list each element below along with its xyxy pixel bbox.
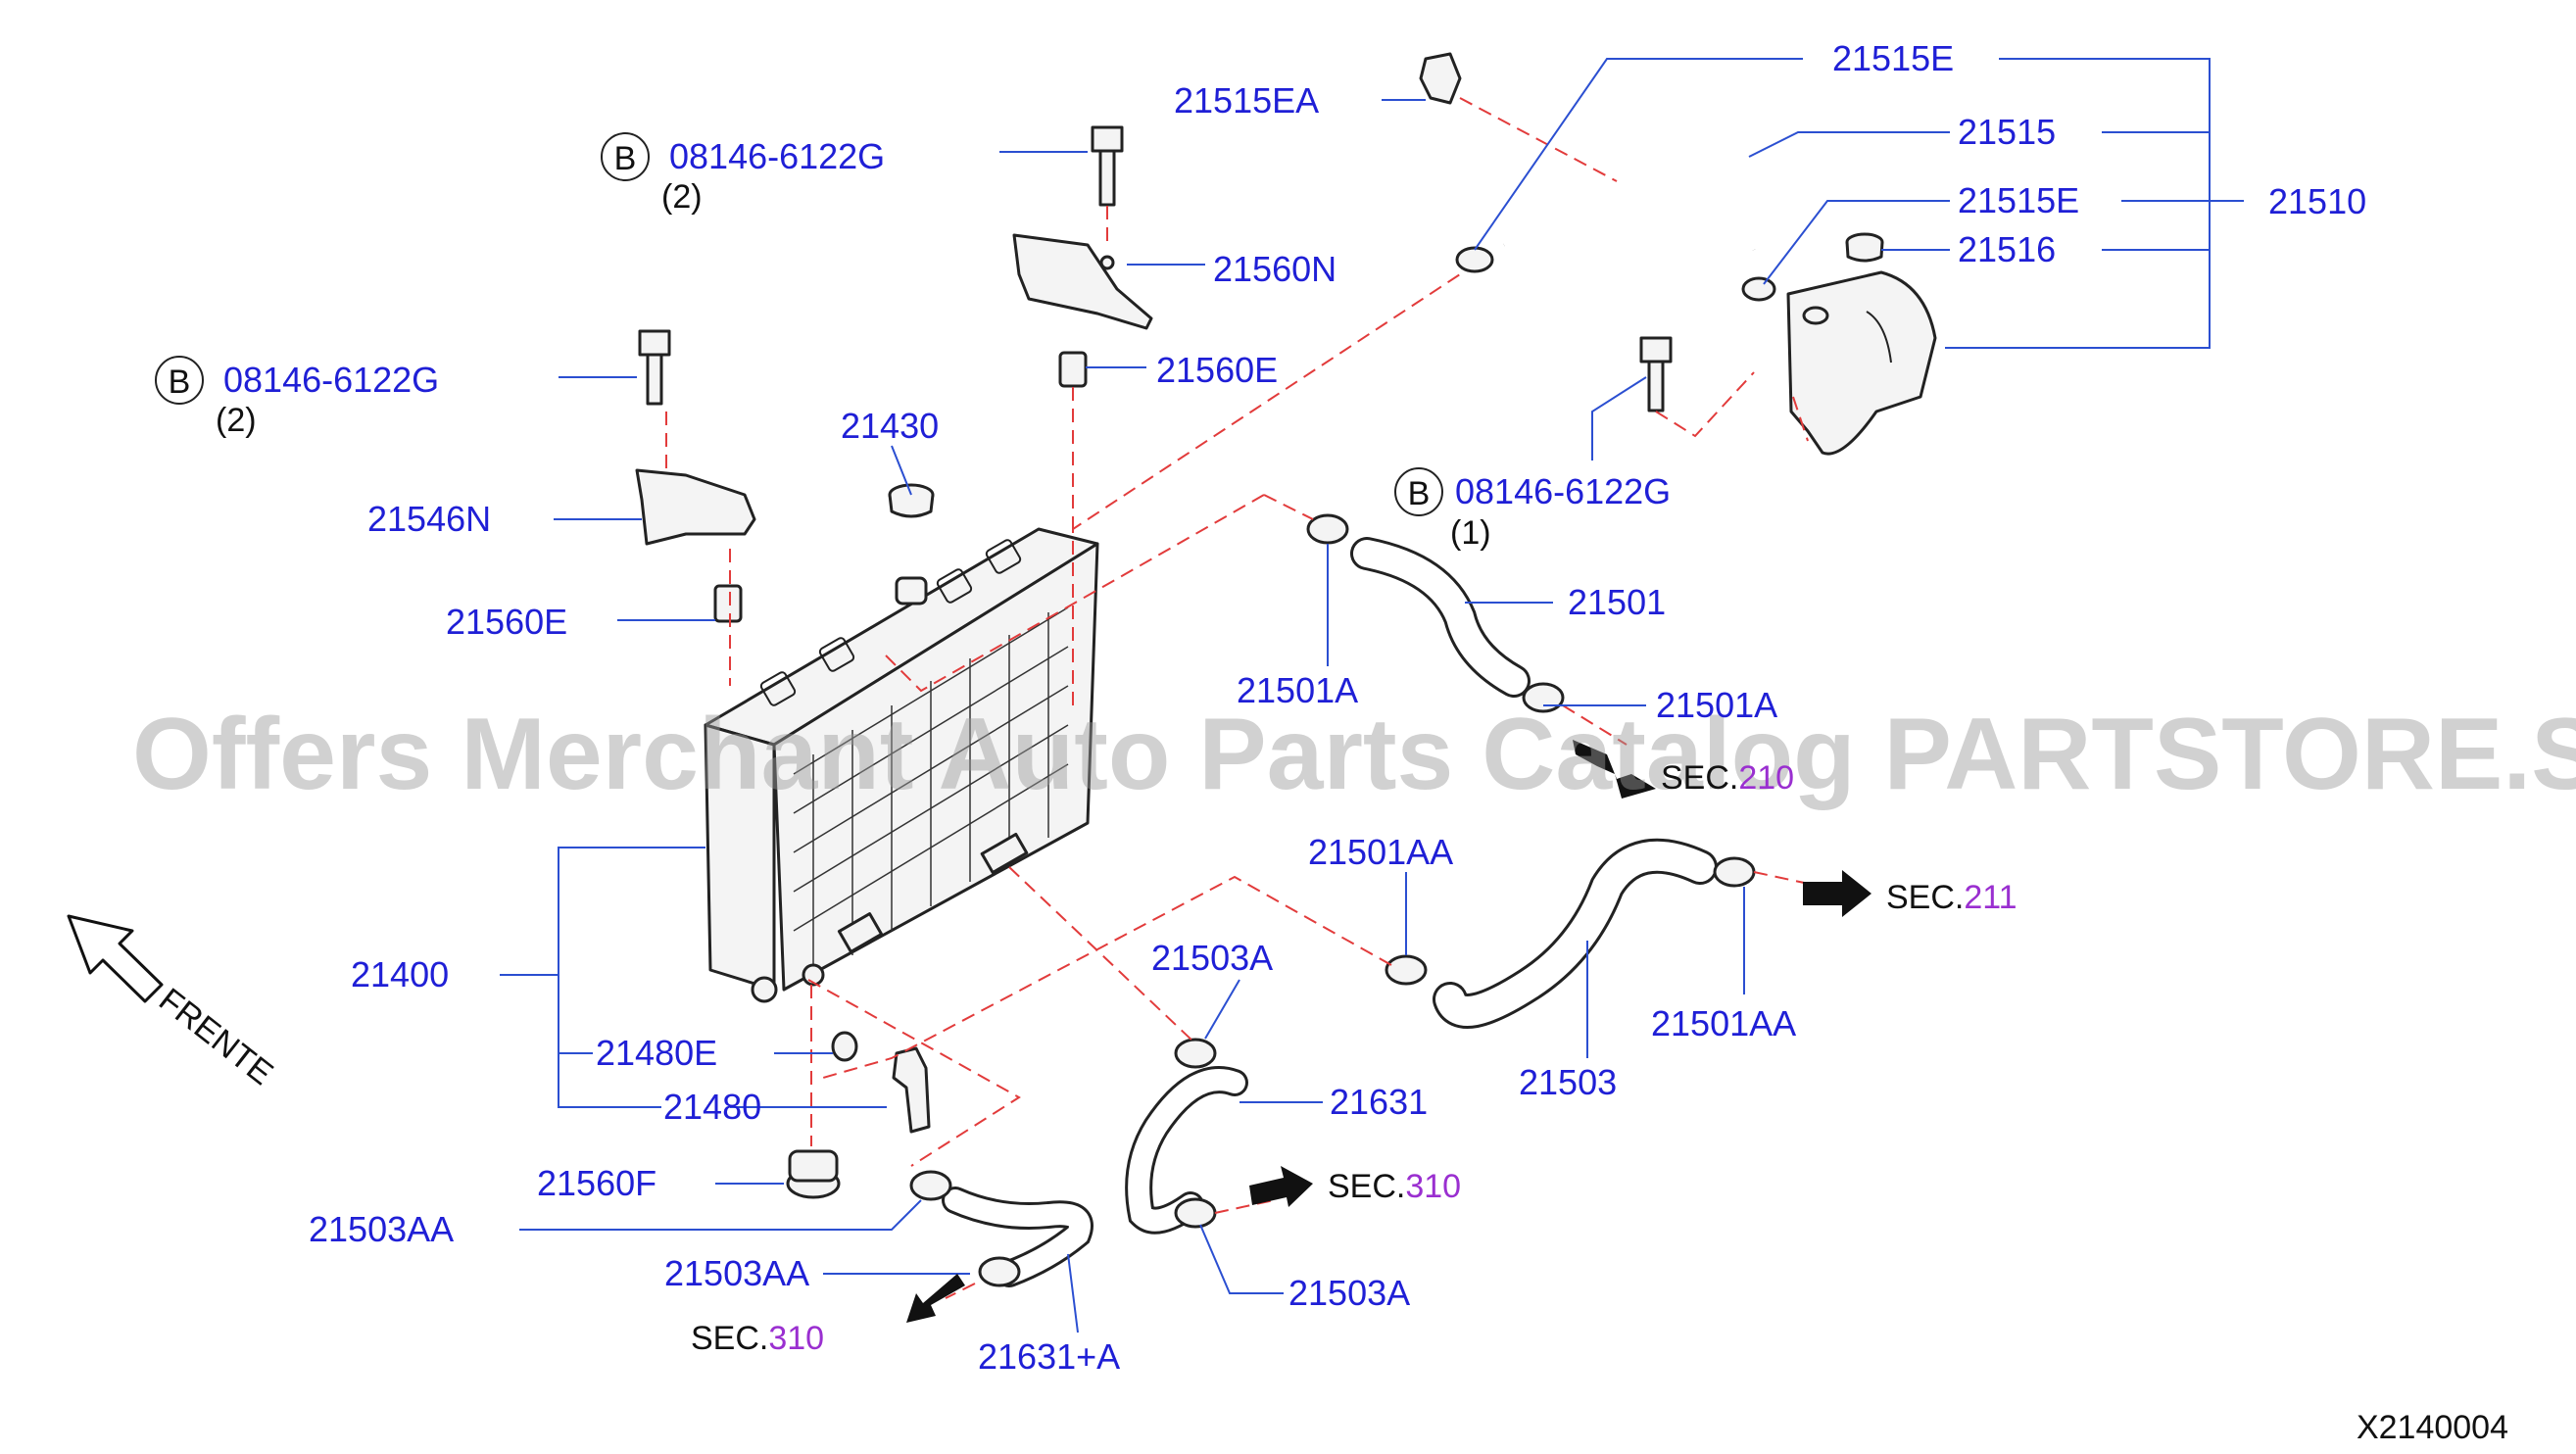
label-21501[interactable]: 21501 — [1568, 582, 1666, 622]
label-bolt-right-qty: (1) — [1450, 514, 1491, 552]
label-21503A-bottom[interactable]: 21503A — [1288, 1273, 1410, 1313]
heater-hose-21631[interactable] — [1125, 1066, 1248, 1235]
section-refs: SEC.210 SEC.211 SEC.310 SEC.310 — [691, 759, 2017, 1357]
clamp-21501A-left[interactable] — [1306, 513, 1349, 545]
label-21515E-mid[interactable]: 21515E — [1958, 180, 2079, 220]
label-21501AA-bottom[interactable]: 21501AA — [1651, 1003, 1796, 1043]
overflow-hose-21515[interactable] — [1499, 136, 1762, 253]
bolt-symbol-top: B — [614, 140, 637, 177]
label-21560N[interactable]: 21560N — [1213, 249, 1337, 289]
bracket-21546N[interactable] — [635, 468, 756, 546]
clamp-21503AA-1[interactable] — [909, 1170, 952, 1201]
bracket-21480[interactable] — [831, 1031, 931, 1134]
sec-310-link-a[interactable]: SEC.310 — [1328, 1168, 1461, 1205]
label-bolt-top-qty: (2) — [661, 178, 703, 216]
bolt-callout-right: B — [1394, 467, 1443, 516]
bolt-symbol-left: B — [169, 364, 191, 401]
lower-hose-21503[interactable] — [1433, 838, 1718, 1029]
sec-210-link[interactable]: SEC.210 — [1661, 759, 1794, 797]
radiator-21400[interactable] — [704, 527, 1099, 1003]
label-21503AA-1[interactable]: 21503AA — [309, 1209, 454, 1249]
label-21480E[interactable]: 21480E — [596, 1033, 717, 1073]
arrow-sec211 — [1803, 870, 1871, 917]
label-bolt-top-ref[interactable]: 08146-6122G — [669, 136, 885, 176]
assembly-lines — [665, 97, 1823, 1299]
label-21430[interactable]: 21430 — [841, 406, 939, 446]
label-21400[interactable]: 21400 — [351, 954, 449, 994]
label-21501A-left[interactable]: 21501A — [1237, 670, 1358, 710]
radiator-cap-21430[interactable] — [888, 483, 935, 606]
front-direction-arrow — [67, 914, 164, 1003]
clip-21515EA[interactable] — [1419, 52, 1462, 105]
grommet-21560E-top[interactable] — [1058, 351, 1088, 388]
diagram-code: X2140004 — [2357, 1409, 2508, 1446]
bolt-symbol-right: B — [1408, 475, 1431, 512]
label-21560F[interactable]: 21560F — [537, 1163, 656, 1203]
label-21503A-top[interactable]: 21503A — [1151, 938, 1273, 978]
bolt-callout-left: B — [155, 356, 204, 405]
clamp-21515E-a[interactable] — [1455, 246, 1494, 273]
frente-label: FRENTE — [152, 981, 280, 1092]
clamp-21503A-top[interactable] — [1174, 1038, 1217, 1069]
label-bolt-left-qty: (2) — [216, 402, 257, 439]
reservoir-cap-21516[interactable] — [1845, 232, 1884, 263]
label-bolt-right-ref[interactable]: 08146-6122G — [1455, 471, 1671, 511]
label-bolt-left-ref[interactable]: 08146-6122G — [223, 360, 439, 400]
upper-hose-21501[interactable] — [1350, 537, 1531, 698]
grommet-21560F[interactable] — [786, 1149, 841, 1199]
label-21631[interactable]: 21631 — [1330, 1082, 1428, 1122]
watermark-text: Offers Merchant Auto Parts Catalog PARTS… — [132, 698, 2576, 811]
label-21515[interactable]: 21515 — [1958, 112, 2056, 152]
label-21503AA-2[interactable]: 21503AA — [664, 1253, 809, 1293]
label-21503[interactable]: 21503 — [1519, 1062, 1617, 1102]
bracket-21560N[interactable] — [1012, 233, 1153, 330]
arrow-sec310a — [1249, 1166, 1313, 1207]
bolt-right[interactable] — [1639, 336, 1673, 412]
label-21480[interactable]: 21480 — [663, 1087, 761, 1127]
sec-310-link-b[interactable]: SEC.310 — [691, 1320, 824, 1357]
clamp-21503A-bottom[interactable] — [1174, 1197, 1217, 1229]
label-21515EA[interactable]: 21515EA — [1174, 80, 1319, 121]
label-21516[interactable]: 21516 — [1958, 229, 2056, 269]
label-21631A[interactable]: 21631+A — [978, 1336, 1120, 1377]
sec-211-link[interactable]: SEC.211 — [1886, 879, 2017, 916]
bolt-callout-top: B — [601, 132, 650, 181]
label-21510[interactable]: 21510 — [2268, 181, 2366, 221]
label-21515E-top[interactable]: 21515E — [1832, 38, 1954, 78]
reservoir-tank-21510[interactable] — [1786, 270, 1937, 456]
label-21501AA-top[interactable]: 21501AA — [1308, 832, 1453, 872]
clamp-21515E-b[interactable] — [1741, 276, 1776, 302]
arrow-sec210 — [1573, 740, 1656, 799]
clamp-21501AA-top[interactable] — [1385, 954, 1428, 986]
label-21560E-top[interactable]: 21560E — [1156, 350, 1278, 390]
label-21560E-left[interactable]: 21560E — [446, 602, 567, 642]
clamp-21501AA-bottom[interactable] — [1713, 856, 1756, 888]
arrow-sec310b — [906, 1274, 965, 1323]
bolt-top[interactable] — [1091, 125, 1124, 207]
bolt-left[interactable] — [638, 329, 671, 406]
part-labels: 21515E 21515EA 21515 21515E 21510 21516 … — [216, 38, 2366, 1377]
grommet-21560E-left[interactable] — [713, 584, 743, 623]
hose-21631A[interactable] — [942, 1187, 1094, 1287]
label-21501A-right[interactable]: 21501A — [1656, 685, 1777, 725]
label-21546N[interactable]: 21546N — [367, 499, 491, 539]
clamp-21503AA-2[interactable] — [978, 1256, 1021, 1287]
leader-lines — [500, 58, 2244, 1333]
